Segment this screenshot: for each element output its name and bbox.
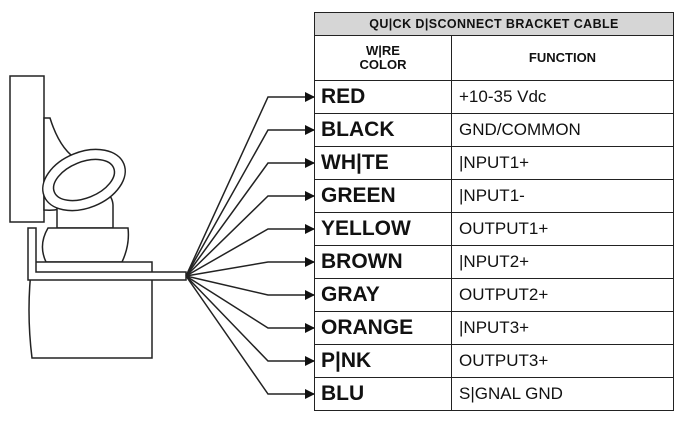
wire-arrow-brown <box>185 257 315 277</box>
bracket-device-illustration <box>9 75 187 359</box>
wire-arrow-blu <box>185 275 315 399</box>
wire-arrow-green <box>185 191 315 277</box>
wire-arrow-red <box>185 92 315 277</box>
table-row: RED+10-35 Vdc <box>314 80 674 114</box>
wire-fan <box>185 92 315 399</box>
wire-color-cell: YELLOW <box>314 212 452 246</box>
function-cell: +10-35 Vdc <box>451 80 674 114</box>
cable-jacket <box>27 227 187 281</box>
sensor-knob-inner <box>52 158 116 202</box>
wire-arrow-p-nk <box>185 275 315 366</box>
wire-color-cell: GREEN <box>314 179 452 213</box>
wire-color-cell: BROWN <box>314 245 452 279</box>
wire-color-cell: WH|TE <box>314 146 452 180</box>
function-cell: |NPUT1- <box>451 179 674 213</box>
wire-color-cell: RED <box>314 80 452 114</box>
wire-arrow-gray <box>185 275 315 300</box>
wire-color-header-line1: W|RE <box>366 43 400 58</box>
wire-color-cell: ORANGE <box>314 311 452 345</box>
function-cell: OUTPUT3+ <box>451 344 674 378</box>
wire-color-cell: GRAY <box>314 278 452 312</box>
table-row: BROWN|NPUT2+ <box>314 245 674 279</box>
function-cell: |NPUT3+ <box>451 311 674 345</box>
function-header: FUNCTION <box>451 35 674 81</box>
wire-arrow-black <box>185 125 315 277</box>
wire-color-header: W|RE COLOR <box>314 35 452 81</box>
function-cell: OUTPUT2+ <box>451 278 674 312</box>
function-cell: S|GNAL GND <box>451 377 674 411</box>
table-row: WH|TE|NPUT1+ <box>314 146 674 180</box>
function-cell: |NPUT1+ <box>451 146 674 180</box>
sensor-neck <box>41 227 130 263</box>
wire-color-cell: P|NK <box>314 344 452 378</box>
table-row: GREEN|NPUT1- <box>314 179 674 213</box>
wire-arrow-yellow <box>185 224 315 277</box>
function-cell: OUTPUT1+ <box>451 212 674 246</box>
function-cell: GND/COMMON <box>451 113 674 147</box>
wire-arrow-orange <box>185 275 315 333</box>
table-row: ORANGE|NPUT3+ <box>314 311 674 345</box>
wire-function-table: QU|CK D|SCONNECT BRACKET CABLE W|RE COLO… <box>314 12 674 411</box>
wire-arrow-wh-te <box>185 158 315 277</box>
function-cell: |NPUT2+ <box>451 245 674 279</box>
wire-color-header-line2: COLOR <box>359 57 407 72</box>
wire-color-cell: BLU <box>314 377 452 411</box>
mounting-plate <box>9 75 45 223</box>
wire-color-cell: BLACK <box>314 113 452 147</box>
table-title: QU|CK D|SCONNECT BRACKET CABLE <box>314 12 674 36</box>
